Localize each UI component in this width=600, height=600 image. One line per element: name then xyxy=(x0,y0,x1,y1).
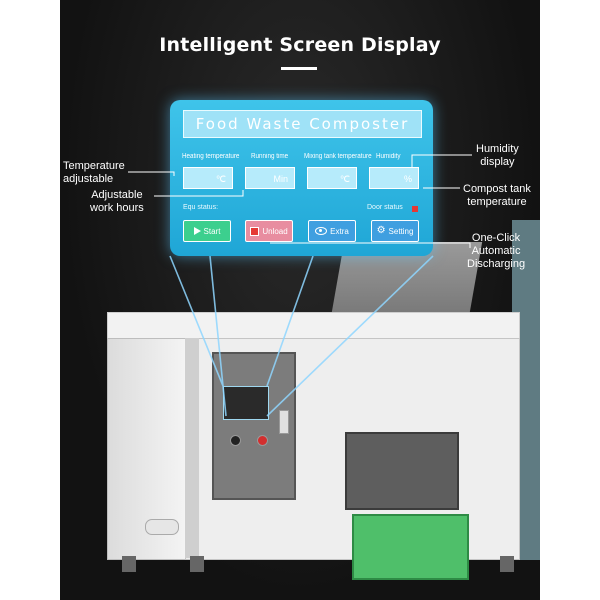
stop-icon xyxy=(250,226,260,236)
machine-frame-strip xyxy=(185,338,199,558)
extra-button[interactable]: Extra xyxy=(308,220,356,242)
callout-one-click-discharging: One-Click Automatic Discharging xyxy=(467,232,526,270)
screen-title: Food Waste Composter xyxy=(183,110,422,138)
machine-foot xyxy=(122,556,136,572)
machine-screen xyxy=(223,386,269,420)
beam-line xyxy=(169,255,224,387)
collection-bin xyxy=(352,514,469,580)
panel-slot xyxy=(279,410,289,434)
discharge-door xyxy=(345,432,459,510)
black-knob xyxy=(230,435,241,446)
unload-button-label: Unload xyxy=(262,226,288,236)
running-time-field[interactable]: Min xyxy=(245,167,295,189)
screen-display: Food Waste Composter Heating temperature… xyxy=(170,100,433,256)
setting-button[interactable]: ⚙ Setting xyxy=(371,220,419,242)
callout-leaders xyxy=(128,154,472,248)
leader-humidity xyxy=(411,154,472,167)
extra-button-label: Extra xyxy=(330,226,349,236)
equ-status-label: Equ status: xyxy=(183,204,219,211)
gear-icon: ⚙ xyxy=(376,225,386,236)
running-time-label: Running time xyxy=(251,153,289,160)
eye-icon xyxy=(315,227,328,235)
heading-underline xyxy=(281,67,317,70)
callout-adjustable-work-hours: Adjustable work hours xyxy=(90,189,144,214)
callout-humidity-display: Humidity display xyxy=(476,143,519,168)
beam-line xyxy=(209,255,227,417)
unload-button[interactable]: Unload xyxy=(245,220,293,242)
dark-backdrop: Intelligent Screen Display Food Waste Co… xyxy=(60,0,540,600)
start-button-label: Start xyxy=(203,226,221,236)
machine-foot xyxy=(500,556,514,572)
start-button[interactable]: Start xyxy=(183,220,231,242)
humidity-label: Humidity xyxy=(376,153,401,160)
play-icon xyxy=(193,227,201,235)
callout-temperature-adjustable: Temperature adjustable xyxy=(63,160,125,185)
door-status-label: Door status xyxy=(367,204,403,211)
mixing-tank-temp-label: Mixing tank temperature xyxy=(304,153,372,160)
leader-temperature xyxy=(128,171,175,176)
heating-temp-label: Heating temperature xyxy=(182,153,240,160)
projection-beams xyxy=(169,255,434,417)
mixing-tank-temp-field[interactable]: ℃ xyxy=(307,167,357,189)
door-status-indicator xyxy=(412,206,418,212)
beam-line xyxy=(266,255,434,417)
red-knob xyxy=(257,435,268,446)
leader-discharging xyxy=(270,242,471,248)
heating-temp-field[interactable]: ℃ xyxy=(183,167,233,189)
leader-work-hours xyxy=(154,190,244,197)
machine-control-panel xyxy=(212,352,296,500)
humidity-field[interactable]: % xyxy=(369,167,419,189)
page-heading: Intelligent Screen Display xyxy=(159,34,441,56)
setting-button-label: Setting xyxy=(388,226,414,236)
beam-line xyxy=(266,255,314,387)
machine-foot xyxy=(190,556,204,572)
callout-compost-tank-temperature: Compost tank temperature xyxy=(463,183,531,208)
drain-pipe xyxy=(145,519,179,535)
